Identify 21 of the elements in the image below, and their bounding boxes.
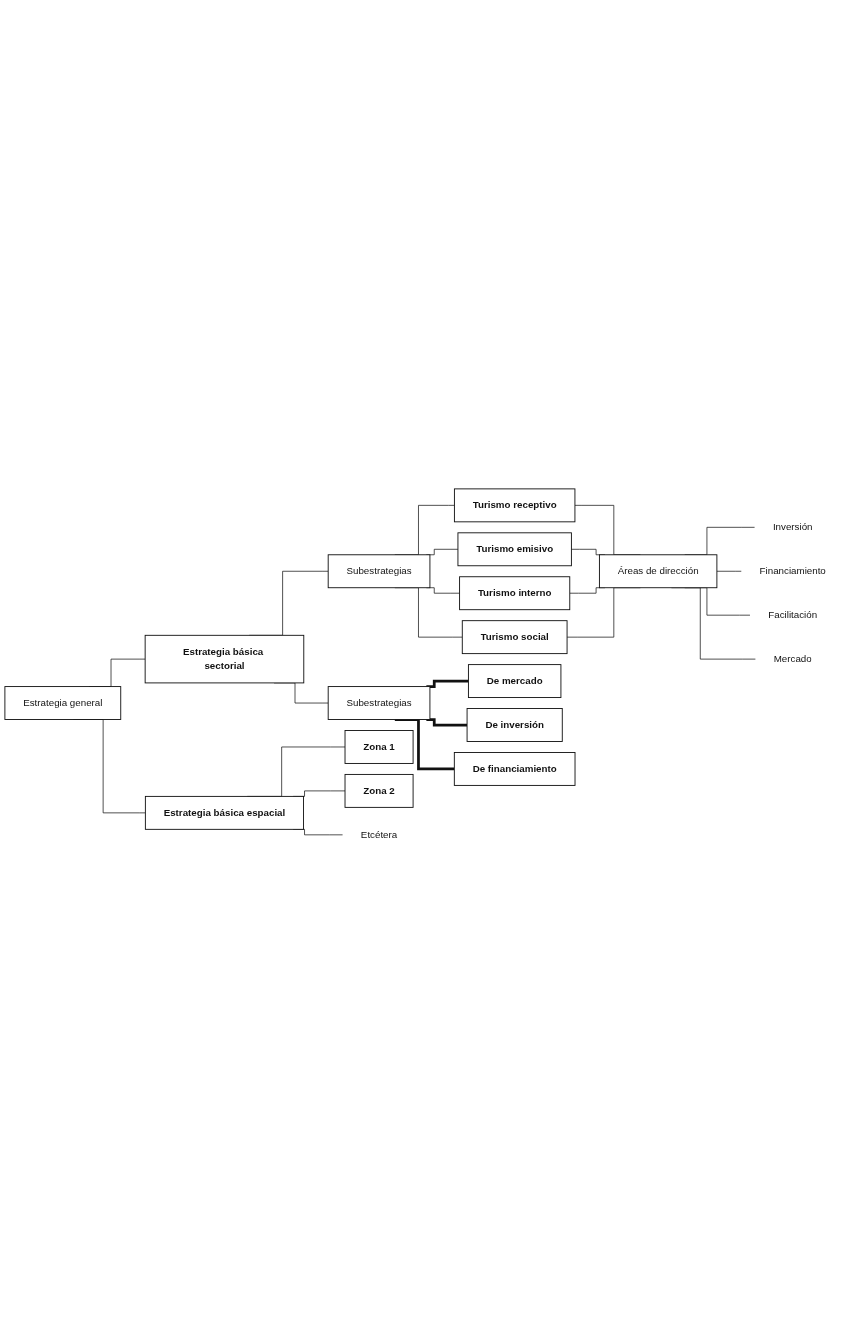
connector <box>716 570 742 572</box>
node-text: Facilitación <box>768 609 818 620</box>
node-box: De financiamiento <box>453 751 576 786</box>
node-box: Zona 2 <box>344 773 414 808</box>
node-box: Zona 1 <box>344 729 414 764</box>
node-text: Mercado <box>773 653 812 664</box>
node-box: Áreas de dirección <box>598 554 718 589</box>
node-box: Subestrategias <box>327 554 431 589</box>
node-box: Turismo social <box>461 620 568 654</box>
node-text: Etcétera <box>360 829 398 840</box>
node-box: De inversión <box>466 708 563 742</box>
node-box: Estrategia básica sectorial <box>144 634 305 684</box>
node-text: Financiamiento <box>759 565 826 577</box>
node-box: Turismo emisivo <box>457 532 572 567</box>
node-box: Estrategia general <box>4 686 122 720</box>
node-box: Estrategia básica espacial <box>144 795 304 830</box>
node-box: Subestrategias <box>327 686 431 720</box>
node-box: Turismo interno <box>459 576 571 611</box>
node-box: De mercado <box>467 664 562 698</box>
node-box: Turismo receptivo <box>453 488 576 523</box>
node-text: Inversión <box>772 521 813 533</box>
